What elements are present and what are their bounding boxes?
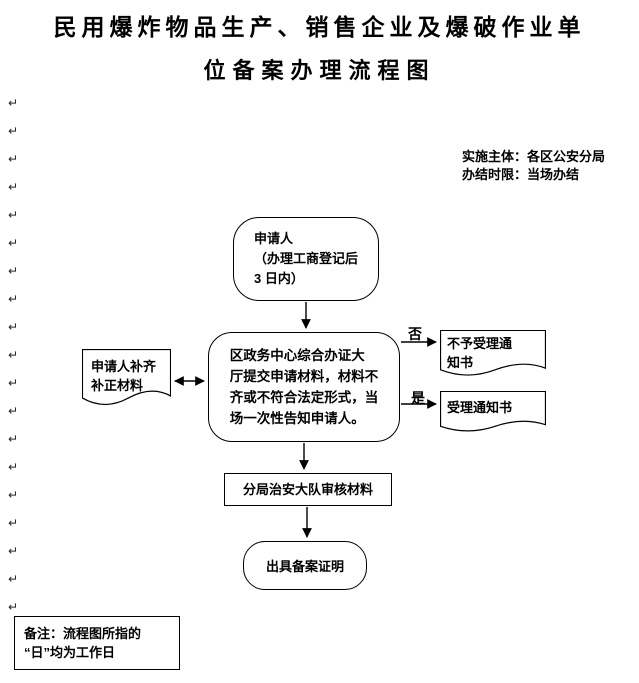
paragraph-mark-icon: ↵ — [8, 376, 19, 390]
rejection-notice-label: 不予受理通 知书 — [447, 336, 513, 370]
flow-node-acceptance-notice: 受理通知书 — [440, 391, 546, 437]
acceptance-notice-label: 受理通知书 — [447, 400, 513, 415]
flow-node-supplement-materials: 申请人补齐 补正材料 — [82, 349, 171, 413]
paragraph-mark-icon: ↵ — [8, 600, 19, 614]
paragraph-mark-icon: ↵ — [8, 460, 19, 474]
flow-node-submit-materials: 区政务中心综合办证大 厅提交申请材料，材料不 齐或不符合法定形式，当 场一次性告… — [208, 332, 400, 442]
page-title-line2: 位备案办理流程图 — [203, 58, 436, 83]
flow-node-issue-certificate: 出具备案证明 — [243, 541, 367, 590]
paragraph-mark-icon: ↵ — [8, 320, 19, 334]
paragraph-mark-icon: ↵ — [8, 292, 19, 306]
note-box: 备注：流程图所指的 “日”均为工作日 — [14, 616, 180, 670]
paragraph-mark-icon: ↵ — [8, 208, 19, 222]
paragraph-mark-icon: ↵ — [8, 348, 19, 362]
flow-node-review-materials: 分局治安大队审核材料 — [224, 473, 392, 506]
paragraph-mark-icon: ↵ — [8, 236, 19, 250]
paragraph-mark-icon: ↵ — [8, 572, 19, 586]
paragraph-mark-icon: ↵ — [8, 180, 19, 194]
document-shape — [440, 330, 546, 382]
flow-node-rejection-notice: 不予受理通 知书 — [440, 330, 546, 382]
paragraph-mark-icon: ↵ — [8, 488, 19, 502]
paragraph-mark-icon: ↵ — [8, 124, 19, 138]
document-shape — [82, 349, 171, 413]
flow-node-applicant: 申请人 （办理工商登记后 3 日内） — [233, 217, 379, 301]
page-title-line1: 民用爆炸物品生产、销售企业及爆破作业单 — [53, 14, 586, 40]
paragraph-mark-icon: ↵ — [8, 152, 19, 166]
supplement-materials-label: 申请人补齐 补正材料 — [91, 359, 157, 393]
paragraph-mark-icon: ↵ — [8, 432, 19, 446]
document-shape — [440, 391, 546, 437]
paragraph-mark-icon: ↵ — [8, 264, 19, 278]
paragraph-marks-column: ↵ ↵ ↵ ↵ ↵ ↵ ↵ ↵ ↵ ↵ ↵ ↵ ↵ ↵ ↵ ↵ ↵ ↵ ↵ — [8, 97, 18, 614]
paragraph-mark-icon: ↵ — [8, 404, 19, 418]
paragraph-mark-icon: ↵ — [8, 516, 19, 530]
paragraph-mark-icon: ↵ — [8, 544, 19, 558]
paragraph-mark-icon: ↵ — [8, 96, 19, 110]
page-title: 民用爆炸物品生产、销售企业及爆破作业单 位备案办理流程图 — [0, 12, 639, 86]
implementation-info: 实施主体：各区公安分局 办结时限：当场办结 — [462, 149, 606, 182]
branch-label-yes: 是 — [411, 390, 425, 406]
branch-label-no: 否 — [408, 326, 422, 342]
